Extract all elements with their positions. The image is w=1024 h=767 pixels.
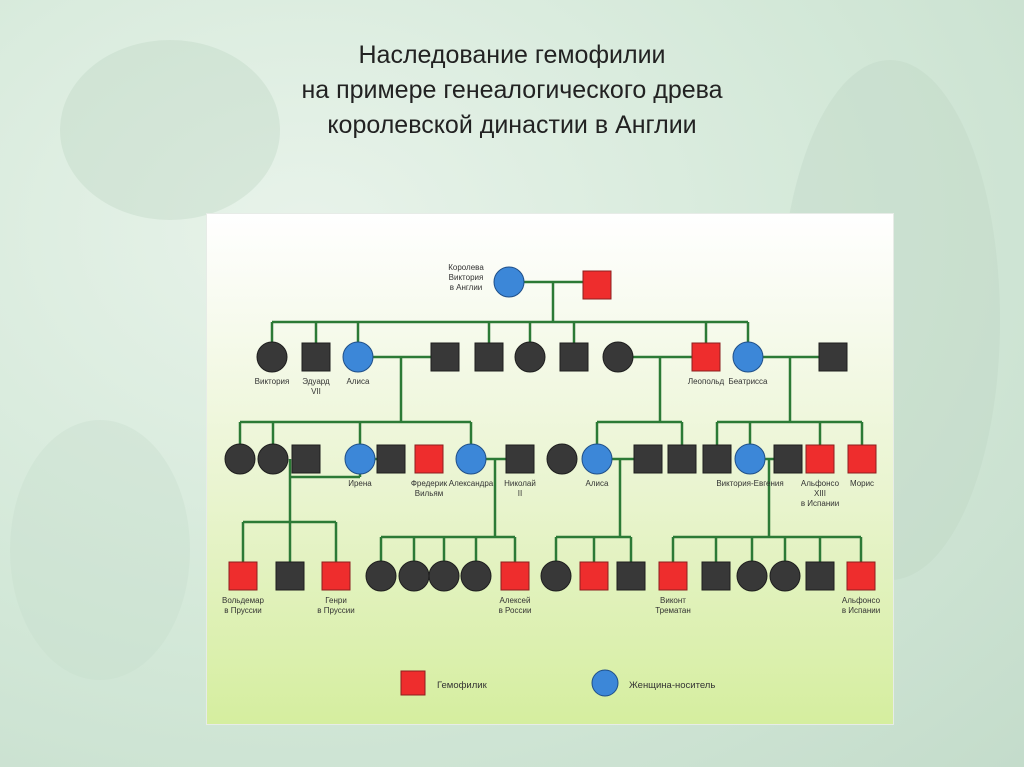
hemophiliac-male-square xyxy=(848,445,876,473)
female-circle xyxy=(366,561,396,591)
female-circle xyxy=(515,342,545,372)
male-square xyxy=(806,562,834,590)
legend: Гемофилик Женщина-носитель xyxy=(401,670,715,696)
female-circle xyxy=(603,342,633,372)
female-circle xyxy=(257,342,287,372)
person-label: Беатрисса xyxy=(728,377,768,386)
person-label: Алиса xyxy=(586,479,609,488)
carrier-female-circle xyxy=(582,444,612,474)
male-square xyxy=(475,343,503,371)
male-square xyxy=(703,445,731,473)
male-square xyxy=(276,562,304,590)
male-square xyxy=(819,343,847,371)
hemophiliac-male-square xyxy=(501,562,529,590)
legend-carrier-symbol xyxy=(592,670,618,696)
carrier-female-circle xyxy=(494,267,524,297)
person-label: Алиса xyxy=(347,377,370,386)
connector-lines xyxy=(240,282,862,576)
hemophiliac-male-square xyxy=(580,562,608,590)
hemophiliac-male-square xyxy=(692,343,720,371)
hemophiliac-male-square xyxy=(229,562,257,590)
carrier-female-circle xyxy=(733,342,763,372)
female-circle xyxy=(770,561,800,591)
carrier-female-circle xyxy=(456,444,486,474)
female-circle xyxy=(461,561,491,591)
hemophiliac-male-square xyxy=(847,562,875,590)
person-label: Виктория xyxy=(255,377,290,386)
female-circle xyxy=(399,561,429,591)
male-square xyxy=(634,445,662,473)
female-circle xyxy=(737,561,767,591)
carrier-female-circle xyxy=(735,444,765,474)
female-circle xyxy=(541,561,571,591)
female-circle xyxy=(225,444,255,474)
person-label: Леопольд xyxy=(688,377,725,386)
person-label: Ирена xyxy=(348,479,372,488)
male-square xyxy=(617,562,645,590)
male-square xyxy=(506,445,534,473)
person-label: Александра xyxy=(449,479,494,488)
person-label: Морис xyxy=(850,479,874,488)
female-circle xyxy=(258,444,288,474)
hemophiliac-male-square xyxy=(659,562,687,590)
carrier-female-circle xyxy=(345,444,375,474)
person-label: Виктория-Евгения xyxy=(716,479,783,488)
male-square xyxy=(668,445,696,473)
male-square xyxy=(292,445,320,473)
hemophiliac-male-square xyxy=(806,445,834,473)
legend-carrier-label: Женщина-носитель xyxy=(629,680,715,691)
male-square xyxy=(431,343,459,371)
male-square xyxy=(302,343,330,371)
person-nodes xyxy=(225,267,876,591)
male-square xyxy=(702,562,730,590)
male-square xyxy=(377,445,405,473)
female-circle xyxy=(547,444,577,474)
hemophiliac-male-square xyxy=(322,562,350,590)
legend-hemophiliac-symbol xyxy=(401,671,425,695)
female-circle xyxy=(429,561,459,591)
hemophiliac-male-square xyxy=(583,271,611,299)
hemophiliac-male-square xyxy=(415,445,443,473)
male-square xyxy=(774,445,802,473)
legend-hemophiliac-label: Гемофилик xyxy=(437,680,488,691)
carrier-female-circle xyxy=(343,342,373,372)
male-square xyxy=(560,343,588,371)
